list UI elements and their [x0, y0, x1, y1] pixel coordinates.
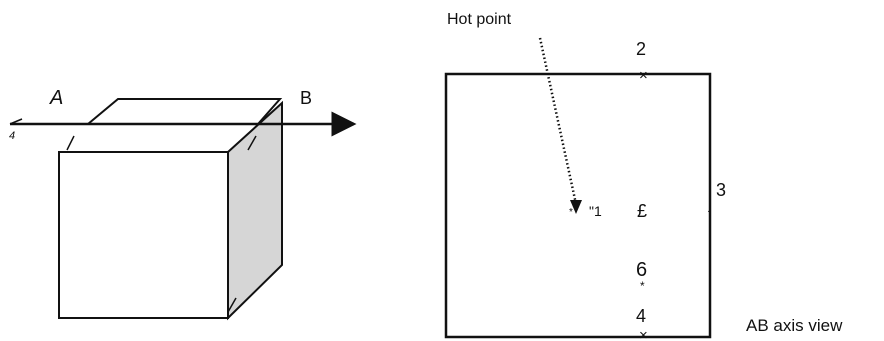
axis-view-caption: AB axis view [746, 316, 843, 335]
cube-edge-tick-left [66, 135, 75, 151]
marker-3-tick: · [707, 206, 710, 217]
cube-edge-tick-bottom [227, 297, 237, 313]
hot-point-arrow-icon [570, 200, 582, 214]
cube-figure: A B 4 [9, 87, 357, 321]
ab-axis-tail [9, 118, 23, 125]
cube-front-face [58, 151, 229, 319]
marker-5: £ [637, 201, 647, 221]
marker-6: 6 [636, 259, 647, 281]
hot-point-leader [538, 37, 578, 205]
marker-3: 3 [716, 180, 726, 200]
cube-edge-tick-right [247, 135, 257, 151]
label-4: 4 [9, 130, 15, 142]
cube-side-face [227, 100, 283, 321]
axis-view-figure: Hot point * "1 2 × 3 · £ 6 * 4 × AB axis… [444, 11, 843, 341]
marker-1: "1 [589, 203, 602, 219]
marker-2: 2 [636, 39, 646, 59]
label-a: A [49, 87, 63, 109]
hot-point-label: Hot point [447, 11, 512, 28]
marker-4: 4 [636, 306, 646, 326]
cube-top-face [85, 98, 283, 125]
marker-2-x: × [639, 67, 648, 84]
marker-1-star: * [569, 207, 573, 218]
marker-6-star: * [640, 279, 645, 293]
marker-4-x: × [639, 327, 648, 341]
label-b: B [300, 88, 312, 108]
